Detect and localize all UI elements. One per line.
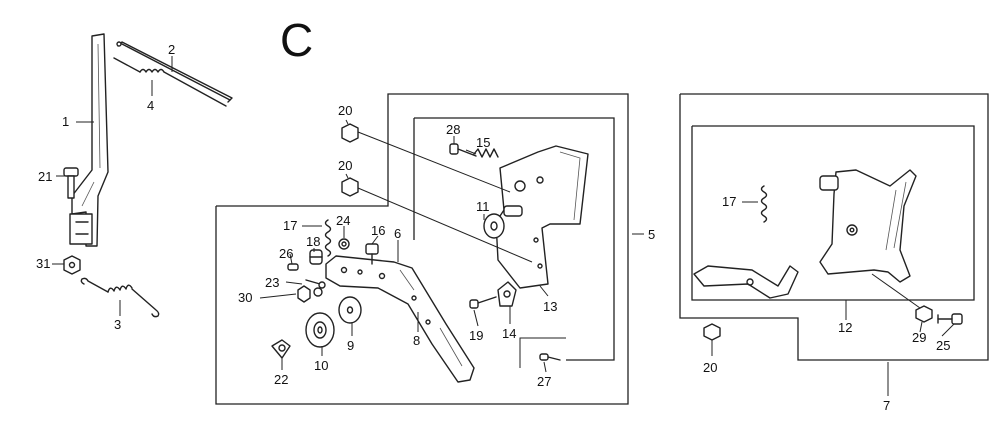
callout-19: 19 <box>469 328 483 343</box>
part-9-disc <box>338 296 362 324</box>
part-13-bracket <box>495 145 589 289</box>
callout-25: 25 <box>936 338 950 353</box>
callout-12: 12 <box>838 320 852 335</box>
callout-8: 8 <box>413 333 420 348</box>
assembly-7-frame <box>679 93 989 361</box>
part-8-lever-plate <box>325 255 475 383</box>
part-12-bracket <box>819 169 917 283</box>
callout-23: 23 <box>265 275 279 290</box>
part-18-collar <box>309 249 323 265</box>
part-17-spring-center <box>324 219 332 257</box>
assembly-5-frame <box>215 93 629 405</box>
callout-29: 29 <box>912 330 926 345</box>
callout-13: 13 <box>543 299 557 314</box>
callout-21: 21 <box>38 169 52 184</box>
part-20-bolt-upper <box>341 123 511 193</box>
part-25-bolt <box>937 313 963 325</box>
callout-labels: 1 2 3 4 5 6 7 8 9 10 11 12 13 14 15 16 1… <box>36 42 950 413</box>
part-24-clip <box>338 238 350 250</box>
callout-14: 14 <box>502 326 516 341</box>
callout-9: 9 <box>347 338 354 353</box>
callout-26: 26 <box>279 246 293 261</box>
part-27-screw <box>519 337 566 368</box>
callout-20-upper: 20 <box>338 103 352 118</box>
callout-5: 5 <box>648 227 655 242</box>
section-letter: C <box>280 14 313 66</box>
part-4-spring <box>113 57 227 107</box>
callout-16: 16 <box>371 223 385 238</box>
part-26-pin <box>287 263 299 271</box>
part-21-bolt <box>63 167 79 199</box>
part-10-pulley <box>305 312 335 348</box>
part-29-nut <box>871 273 933 323</box>
part-28-bolt <box>449 143 477 157</box>
callout-7: 7 <box>883 398 890 413</box>
callout-15: 15 <box>476 135 490 150</box>
callout-3: 3 <box>114 317 121 332</box>
callout-17-right: 17 <box>722 194 736 209</box>
callout-1: 1 <box>62 114 69 129</box>
leader-lines <box>52 56 955 396</box>
callout-27: 27 <box>537 374 551 389</box>
part-2-rod <box>116 41 233 103</box>
callout-22: 22 <box>274 372 288 387</box>
part-30-nut <box>297 285 323 303</box>
callout-20-right: 20 <box>703 360 717 375</box>
callout-17-center: 17 <box>283 218 297 233</box>
callout-30: 30 <box>238 290 252 305</box>
part-23-screw <box>305 279 326 289</box>
lower-lever-right <box>693 265 799 299</box>
part-20-bolt-right <box>703 323 721 341</box>
part-20-bolt-lower <box>341 177 533 263</box>
part-3-spring <box>80 277 160 318</box>
part-14-link <box>497 281 517 307</box>
callout-2: 2 <box>168 42 175 57</box>
callout-11: 11 <box>476 199 490 214</box>
part-31-nut <box>63 255 81 275</box>
callout-4: 4 <box>147 98 154 113</box>
part-15-spring <box>473 148 499 158</box>
callout-10: 10 <box>314 358 328 373</box>
part-19-bolt <box>469 296 497 309</box>
callout-6: 6 <box>394 226 401 241</box>
part-17-spring-right <box>760 185 768 223</box>
callout-31: 31 <box>36 256 50 271</box>
callout-28: 28 <box>446 122 460 137</box>
callout-24: 24 <box>336 213 350 228</box>
part-1-lever-arm <box>69 33 109 247</box>
part-11-washer <box>483 205 523 239</box>
part-22-wing-nut <box>271 339 291 359</box>
callout-20-lower: 20 <box>338 158 352 173</box>
callout-18: 18 <box>306 234 320 249</box>
